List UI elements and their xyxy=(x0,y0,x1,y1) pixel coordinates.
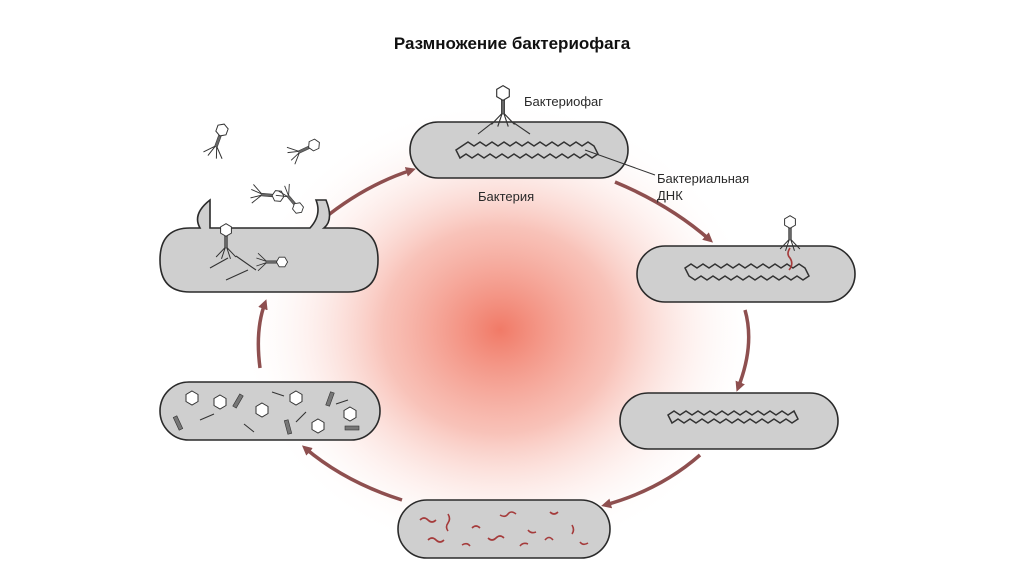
bacterium-attachment-stage xyxy=(409,85,656,179)
bacterium-assembly-stage xyxy=(159,381,381,441)
background-glow xyxy=(240,100,760,560)
bacterium-label: Бактерия xyxy=(478,189,534,204)
cycle-arrows xyxy=(256,167,751,509)
slide-title: Размножение бактериофага xyxy=(393,34,631,53)
bacterium-replication-stage xyxy=(619,392,839,450)
bacterium-lysis-stage xyxy=(159,198,379,293)
bacterial-dna-label-line1: Бактериальная xyxy=(657,171,749,186)
bacterium-fragment-stage xyxy=(397,499,611,559)
bacterial-dna-label-line2: ДНК xyxy=(657,188,683,203)
phage-label: Бактериофаг xyxy=(524,94,603,109)
dna-leader-line xyxy=(584,149,656,176)
bacterium-injection-stage xyxy=(636,215,856,303)
